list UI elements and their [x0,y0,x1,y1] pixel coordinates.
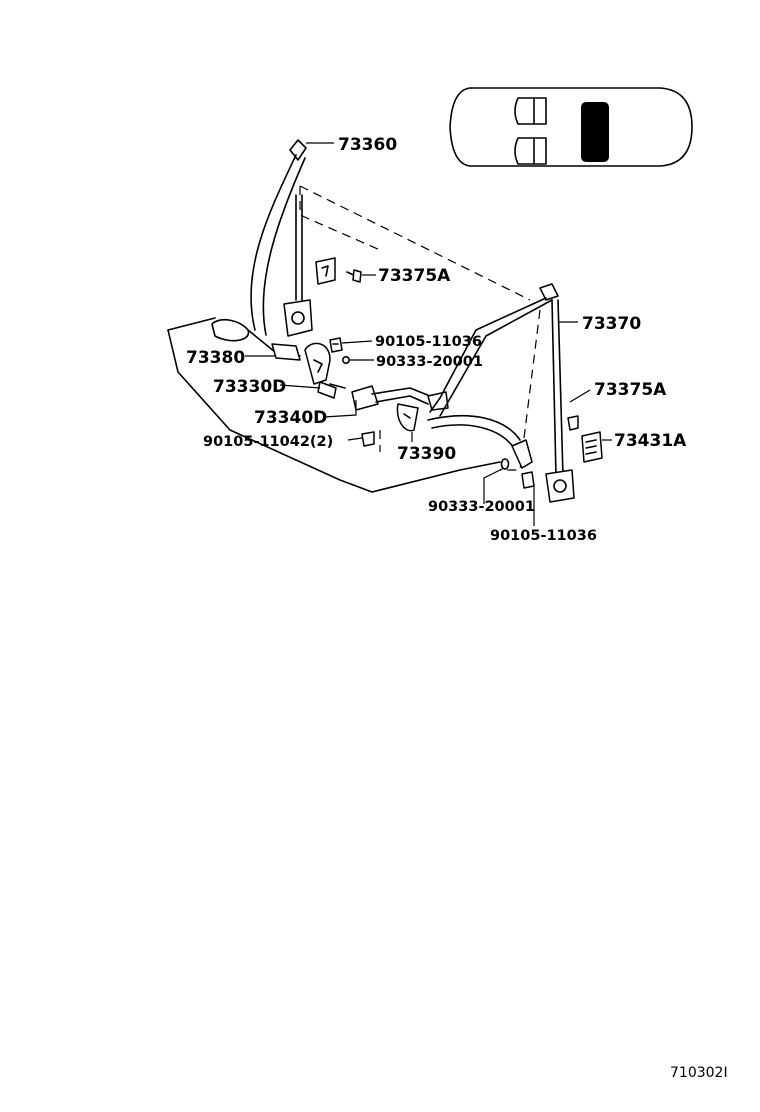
bolt-icon-90105-11036-bottom [521,471,535,489]
label-73360: 73360 [338,135,397,155]
seat-outline [167,185,541,493]
bolt-icon-90105-11042 [361,431,375,447]
label-90105-11036-top: 90105-11036 [375,334,482,350]
center-buckle-assembly [304,342,449,432]
label-90333-20001-top: 90333-20001 [376,354,483,370]
right-retractor-belt [427,283,575,503]
label-90105-11036-bottom: 90105-11036 [490,528,597,544]
left-retractor-belt [211,139,313,361]
label-73370: 73370 [582,314,641,334]
label-73390: 73390 [397,444,456,464]
label-73330D: 73330D [213,377,286,397]
label-90333-20001-bottom: 90333-20001 [428,499,535,515]
bolt-icon-73375A [346,269,362,283]
label-73375A-top: 73375A [378,266,451,286]
label-73375A-right: 73375A [594,380,667,400]
washer-icon-90333-20001-top [341,355,350,364]
bolt-icon-73375A-right [567,415,579,431]
vehicle-location-inset [449,87,693,167]
washer-icon-90333-20001-bottom [500,458,510,470]
label-73431A: 73431A [614,431,687,451]
figure-reference: 710302I [670,1065,728,1081]
label-73380: 73380 [186,348,245,368]
anchor-plate [315,257,336,285]
leader-lines [245,142,612,526]
bolt-icon-90105-11036-top [329,337,343,353]
highlighted-rear-seat [581,102,609,162]
label-73340D: 73340D [254,408,327,428]
cover-plate-73431A [581,431,603,463]
label-90105-11042: 90105-11042(2) [203,434,333,450]
